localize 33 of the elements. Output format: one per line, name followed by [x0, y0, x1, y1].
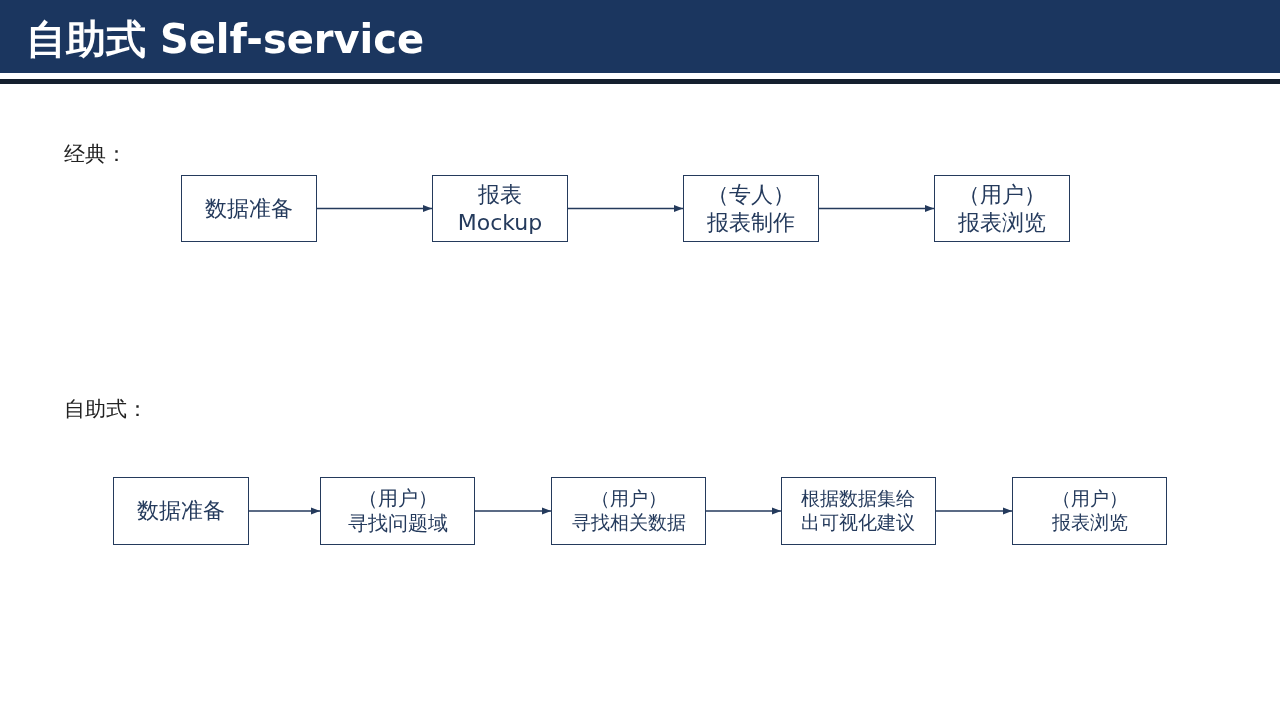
box-text: （专人） [707, 181, 795, 209]
box-text: （用户） [357, 486, 438, 511]
arrow [316, 204, 433, 213]
box-text: （用户） [958, 181, 1046, 209]
process-box [181, 175, 317, 242]
process-box [781, 477, 936, 545]
process-box [1012, 477, 1167, 545]
arrow [818, 204, 935, 213]
box-text: 报表浏览 [1051, 511, 1128, 535]
section-label: 经典： [64, 141, 127, 168]
arrow [705, 507, 782, 515]
box-text: 根据数据集给出可视化建议 [800, 487, 917, 535]
process-box [934, 175, 1070, 242]
section-label: 自助式： [64, 396, 148, 423]
box-text: （用户） [1051, 487, 1128, 511]
box-text: 寻找相关数据 [571, 511, 686, 535]
arrow [248, 507, 321, 515]
arrow [567, 204, 684, 213]
process-box [683, 175, 819, 242]
slide-title: 自助式 Self-service [26, 15, 425, 64]
process-box [320, 477, 475, 545]
box-text: 报表 Mockup [456, 181, 544, 236]
arrow [474, 507, 552, 515]
process-box [432, 175, 568, 242]
box-text: 数据准备 [137, 497, 225, 525]
box-text: 报表制作 [707, 208, 795, 236]
box-text: （用户） [590, 487, 667, 511]
process-box [551, 477, 706, 545]
arrow [935, 507, 1013, 515]
process-box [113, 477, 249, 545]
box-text: 报表浏览 [958, 208, 1046, 236]
box-text: 寻找问题域 [347, 511, 448, 536]
box-text: 数据准备 [205, 194, 293, 223]
